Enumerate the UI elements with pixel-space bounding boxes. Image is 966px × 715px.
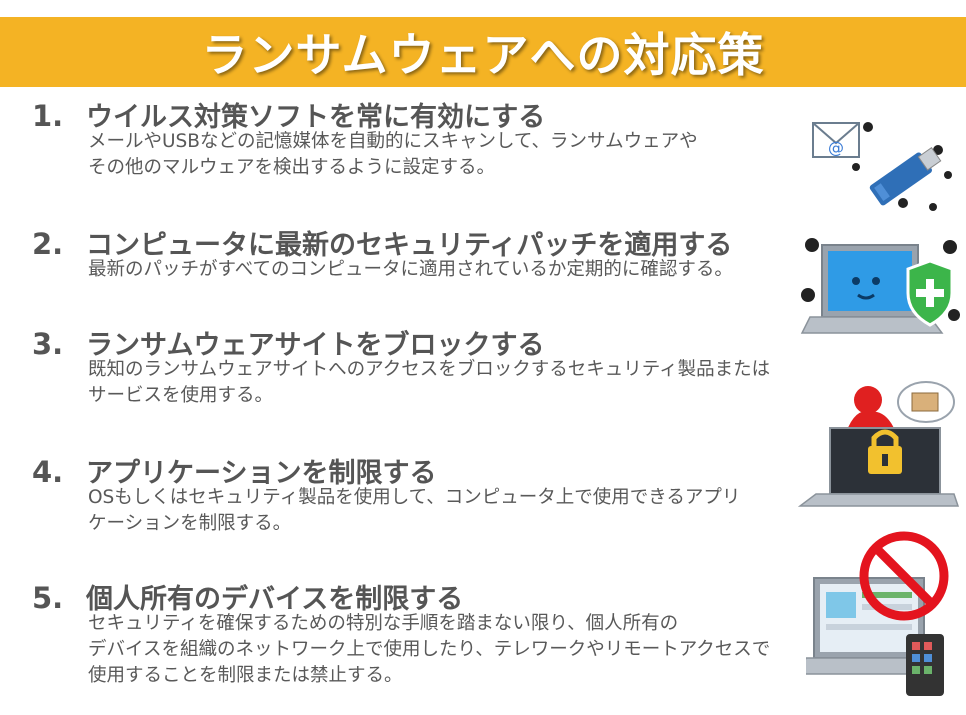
- item-head: 1. ウイルス対策ソフトを常に有効にする: [32, 95, 545, 134]
- description-line: 使用することを制限または禁止する。: [88, 665, 403, 686]
- laptop-shield-icon: [800, 238, 960, 334]
- item-heading: ランサムウェアサイトをブロックする: [86, 330, 545, 361]
- description-line: セキュリティを確保するための特別な手順を踏まない限り、個人所有の: [88, 613, 679, 634]
- description-line: 既知のランサムウェアサイトへのアクセスをブロックするセキュリティ製品または: [88, 359, 771, 380]
- item-description: セキュリティを確保するための特別な手順を踏まない限り、個人所有の デバイスを組織…: [88, 611, 770, 689]
- description-line: OSもしくはセキュリティ製品を使用して、コンピュータ上で使用できるアプリ: [88, 487, 741, 508]
- item-heading: コンピュータに最新のセキュリティパッチを適用する: [86, 230, 733, 261]
- page-title: ランサムウェアへの対応策: [201, 28, 765, 82]
- item-head: 4. アプリケーションを制限する: [32, 451, 436, 490]
- description-line: 最新のパッチがすべてのコンピュータに適用されているか定期的に確認する。: [88, 259, 733, 280]
- item-head: 5. 個人所有のデバイスを制限する: [32, 577, 463, 616]
- item-number: 4.: [32, 455, 64, 489]
- description-line: サービスを使用する。: [88, 385, 274, 406]
- email-usb-malware-icon: @: [812, 122, 952, 211]
- svg-text:@: @: [828, 138, 844, 157]
- item-heading: ウイルス対策ソフトを常に有効にする: [86, 102, 546, 133]
- locked-laptop-hacker-icon: [798, 381, 960, 507]
- item-heading: 個人所有のデバイスを制限する: [86, 584, 464, 615]
- item-description: メールやUSBなどの記憶媒体を自動的にスキャンして、ランサムウェアや その他のマ…: [88, 129, 698, 181]
- item-description: 既知のランサムウェアサイトへのアクセスをブロックするセキュリティ製品または サー…: [88, 357, 770, 409]
- item-number: 2.: [32, 227, 64, 261]
- description-line: デバイスを組織のネットワーク上で使用したり、テレワークやリモートアクセスで: [88, 639, 771, 660]
- item-number: 1.: [32, 99, 64, 133]
- no-personal-device-icon: [806, 531, 949, 696]
- item-heading: アプリケーションを制限する: [86, 458, 437, 489]
- item-description: 最新のパッチがすべてのコンピュータに適用されているか定期的に確認する。: [88, 257, 733, 283]
- item-head: 3. ランサムウェアサイトをブロックする: [32, 323, 544, 362]
- description-line: その他のマルウェアを検出するように設定する。: [88, 157, 496, 178]
- title-banner: ランサムウェアへの対応策: [0, 17, 966, 87]
- item-number: 3.: [32, 327, 64, 361]
- item-description: OSもしくはセキュリティ製品を使用して、コンピュータ上で使用できるアプリ ケーシ…: [88, 485, 740, 537]
- item-head: 2. コンピュータに最新のセキュリティパッチを適用する: [32, 223, 732, 262]
- description-line: ケーションを制限する。: [88, 513, 292, 534]
- item-number: 5.: [32, 581, 64, 615]
- description-line: メールやUSBなどの記憶媒体を自動的にスキャンして、ランサムウェアや: [88, 131, 698, 152]
